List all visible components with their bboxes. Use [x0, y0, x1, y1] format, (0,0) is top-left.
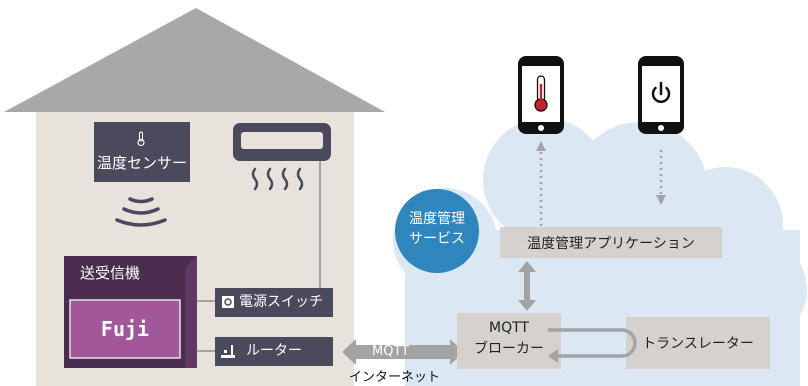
app-box [500, 227, 722, 258]
board-label-box: Fuji [70, 300, 180, 358]
power-switch-box [215, 288, 333, 317]
broker-box [457, 313, 561, 369]
house-roof [4, 8, 385, 112]
mqtt-link-label: MQTT [372, 344, 410, 359]
thermometer-icon [137, 131, 145, 147]
broker-translator-loop [548, 328, 637, 358]
service-circle [395, 189, 479, 273]
temp-sensor-box [94, 122, 190, 182]
translator-box [626, 317, 770, 369]
translator-label-box: トランスレーター [626, 317, 770, 369]
service-label-line2: サービス [409, 231, 465, 247]
router-icon [221, 345, 235, 358]
temp-sensor-label: 温度センサー [96, 154, 187, 172]
device-side [185, 256, 197, 368]
service-label-line1: 温度管理 [409, 211, 465, 227]
broker-app-double-arrow [518, 261, 536, 311]
board-label: Fuji [100, 317, 150, 341]
thermometer-icon [534, 75, 548, 112]
mqtt-double-arrow [342, 339, 464, 365]
phone-power [638, 56, 684, 134]
device-label: 送受信機 [80, 264, 141, 282]
switch-icon [222, 296, 234, 308]
app-label: 温度管理アプリケーション [527, 235, 695, 252]
router-box [215, 337, 333, 366]
wireless-waves-icon [115, 197, 167, 227]
broker-label-line2: ブローカー [474, 341, 544, 357]
power-icon [651, 81, 671, 103]
internet-label: インターネット [349, 370, 441, 385]
power-switch-label: 電源スイッチ [239, 294, 323, 310]
device-board [69, 299, 181, 359]
air-flow-lines [251, 167, 304, 191]
air-conditioner-panel [241, 132, 323, 149]
app-label-box: 温度管理アプリケーション [500, 227, 722, 258]
router-label: ルーター [246, 343, 302, 359]
broker-translator-loop-arrowhead [548, 349, 558, 363]
translator-label: トランスレーター [642, 336, 754, 352]
broker-label-line1: MQTT [489, 320, 529, 336]
